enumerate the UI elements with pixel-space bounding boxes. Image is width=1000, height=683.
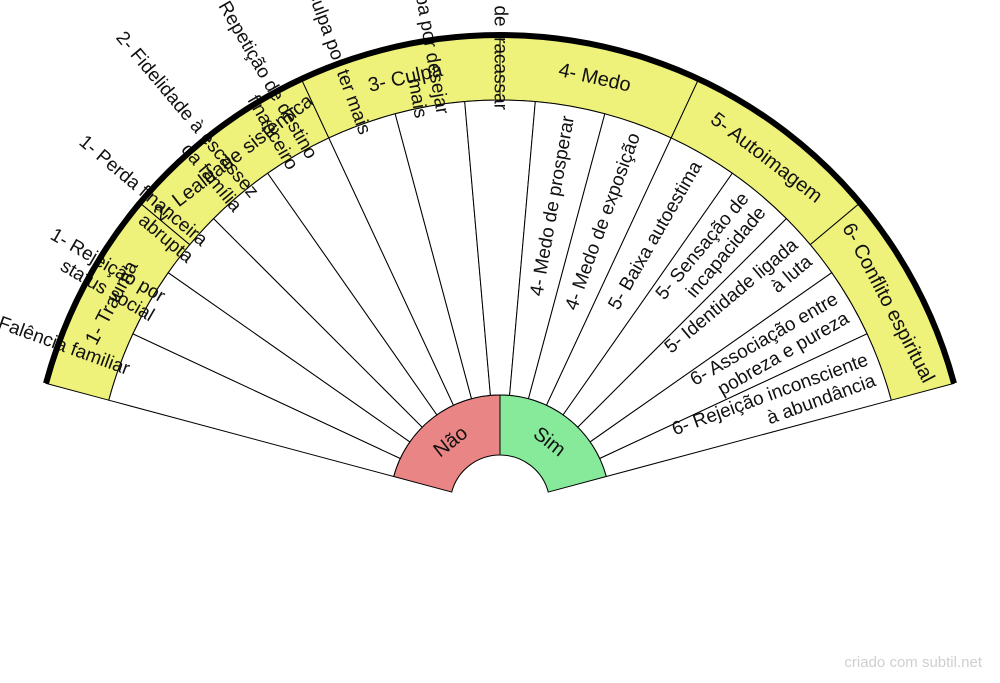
item-label-4-medo-de-fracassar: 4- Medo de fracassar <box>490 0 511 111</box>
nao-segment[interactable] <box>393 394 501 493</box>
outer-rim <box>43 32 957 385</box>
item-label-group-8: 4- Medo de fracassar <box>490 0 511 111</box>
sim-segment[interactable] <box>499 394 607 493</box>
credit-text: criado com subtil.net <box>844 654 982 671</box>
